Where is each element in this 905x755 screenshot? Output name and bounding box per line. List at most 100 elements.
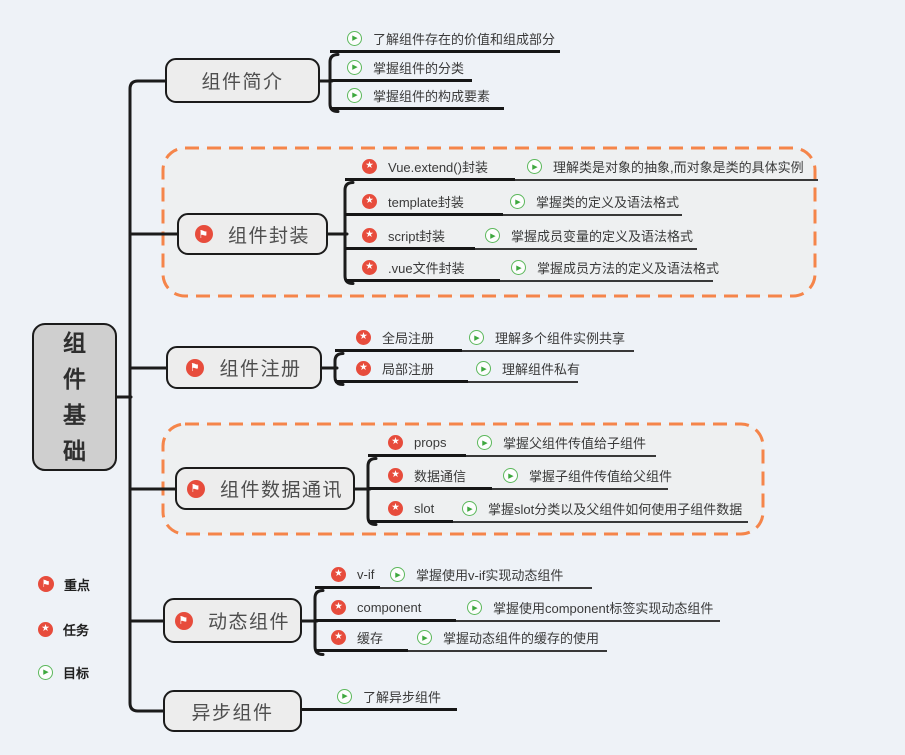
- goal-icon: [485, 228, 500, 243]
- task-label: v-if: [357, 566, 375, 582]
- task-item[interactable]: template封装: [345, 192, 503, 216]
- connector-line: [366, 457, 378, 526]
- goal-label: 掌握类的定义及语法格式: [536, 195, 680, 210]
- task-label: script封装: [388, 228, 446, 244]
- branch-node[interactable]: 组件数据通讯: [175, 467, 355, 510]
- branch-node[interactable]: 组件封装: [177, 213, 328, 255]
- task-item[interactable]: props: [368, 433, 466, 457]
- goal-item[interactable]: 掌握使用component标签实现动态组件: [456, 598, 720, 622]
- goal-label: 掌握slot分类以及父组件如何使用子组件数据: [488, 502, 743, 517]
- task-item[interactable]: .vue文件封装: [345, 258, 500, 282]
- legend-item-goal: 目标: [38, 661, 89, 683]
- star-icon: [362, 259, 377, 275]
- goal-item[interactable]: 理解类是对象的抽象,而对象是类的具体实例: [515, 157, 818, 181]
- star-icon: [362, 227, 377, 243]
- goal-label: 掌握使用component标签实现动态组件: [493, 601, 714, 616]
- goal-icon: [503, 468, 518, 483]
- task-item[interactable]: 全局注册: [335, 328, 462, 352]
- goal-item[interactable]: 了解异步组件: [302, 687, 457, 711]
- group-boundary[interactable]: [161, 146, 817, 298]
- goal-icon: [347, 30, 362, 46]
- goal-item[interactable]: 掌握组件的分类: [330, 58, 472, 82]
- star-icon: [362, 158, 377, 174]
- task-item[interactable]: component: [315, 598, 456, 622]
- goal-icon: [462, 501, 477, 516]
- goal-item[interactable]: 理解组件私有: [468, 359, 581, 383]
- goal-icon: [337, 688, 352, 704]
- task-item[interactable]: 数据通信: [368, 466, 492, 490]
- goal-icon: [347, 59, 362, 75]
- star-icon: [356, 329, 371, 345]
- goal-item[interactable]: 了解组件存在的价值和组成部分: [330, 29, 560, 53]
- branch-title: 组件封装: [227, 225, 310, 247]
- connector-line: [328, 53, 340, 113]
- goal-label: 掌握父组件传值给子组件: [503, 436, 647, 451]
- goal-item[interactable]: 掌握成员方法的定义及语法格式: [500, 258, 719, 282]
- task-label: .vue文件封装: [388, 260, 465, 276]
- goal-label: 了解异步组件: [363, 689, 442, 705]
- flag-icon: [174, 611, 193, 630]
- task-label: template封装: [388, 194, 464, 210]
- task-item[interactable]: Vue.extend()封装: [345, 157, 515, 181]
- legend-label: 重点: [64, 577, 91, 593]
- goal-icon: [417, 630, 432, 645]
- task-label: 数据通信: [414, 468, 467, 484]
- goal-icon: [511, 260, 526, 275]
- task-label: 缓存: [357, 630, 384, 646]
- star-icon: [331, 629, 346, 645]
- task-item[interactable]: 局部注册: [335, 359, 468, 383]
- goal-label: 理解类是对象的抽象,而对象是类的具体实例: [553, 160, 804, 175]
- branch-node[interactable]: 组件简介: [165, 58, 320, 103]
- goal-item[interactable]: 掌握动态组件的缓存的使用: [408, 628, 607, 652]
- legend-item-key-point: 重点: [38, 573, 90, 595]
- root-node[interactable]: 组件基础: [32, 323, 117, 471]
- branch-title: 组件数据通讯: [219, 480, 343, 501]
- task-item[interactable]: v-if: [315, 565, 380, 589]
- task-label: Vue.extend()封装: [388, 159, 488, 175]
- goal-label: 了解组件存在的价值和组成部分: [373, 31, 556, 47]
- legend-label: 任务: [63, 622, 90, 638]
- branch-title: 组件注册: [219, 359, 302, 380]
- goal-icon: [477, 435, 492, 450]
- goal-icon: [38, 664, 53, 680]
- goal-label: 掌握成员变量的定义及语法格式: [511, 229, 694, 244]
- connector-line: [333, 352, 345, 386]
- star-icon: [362, 193, 377, 209]
- flag-icon: [194, 225, 213, 243]
- branch-node[interactable]: 异步组件: [163, 690, 302, 732]
- task-item[interactable]: 缓存: [315, 628, 408, 652]
- goal-label: 理解组件私有: [502, 362, 581, 377]
- connector-line: [343, 181, 355, 285]
- star-icon: [388, 467, 403, 483]
- goal-item[interactable]: 掌握slot分类以及父组件如何使用子组件数据: [453, 499, 748, 523]
- task-label: props: [414, 434, 447, 450]
- goal-item[interactable]: 理解多个组件实例共享: [462, 328, 634, 352]
- goal-icon: [390, 567, 405, 582]
- goal-item[interactable]: 掌握使用v-if实现动态组件: [380, 565, 592, 589]
- goal-icon: [527, 159, 542, 174]
- goal-icon: [469, 330, 484, 345]
- task-item[interactable]: script封装: [345, 226, 475, 250]
- task-label: 局部注册: [382, 361, 435, 377]
- legend-label: 目标: [63, 665, 90, 681]
- goal-label: 掌握动态组件的缓存的使用: [443, 631, 600, 646]
- goal-label: 掌握组件的分类: [373, 60, 465, 76]
- goal-icon: [467, 600, 482, 615]
- goal-item[interactable]: 掌握父组件传值给子组件: [466, 433, 656, 457]
- task-label: slot: [414, 500, 435, 516]
- branch-node[interactable]: 动态组件: [163, 598, 302, 643]
- root-title: 组件基础: [63, 330, 86, 464]
- goal-item[interactable]: 掌握组件的构成要素: [330, 86, 504, 110]
- branch-title: 异步组件: [191, 702, 274, 724]
- branch-title: 组件简介: [201, 72, 284, 93]
- task-item[interactable]: slot: [368, 499, 453, 523]
- branch-node[interactable]: 组件注册: [166, 346, 322, 389]
- star-icon: [356, 360, 371, 376]
- goal-item[interactable]: 掌握成员变量的定义及语法格式: [475, 226, 697, 250]
- goal-icon: [510, 194, 525, 209]
- goal-item[interactable]: 掌握类的定义及语法格式: [503, 192, 682, 216]
- goal-label: 理解多个组件实例共享: [495, 331, 626, 346]
- star-icon: [331, 599, 346, 615]
- goal-item[interactable]: 掌握子组件传值给父组件: [492, 466, 672, 490]
